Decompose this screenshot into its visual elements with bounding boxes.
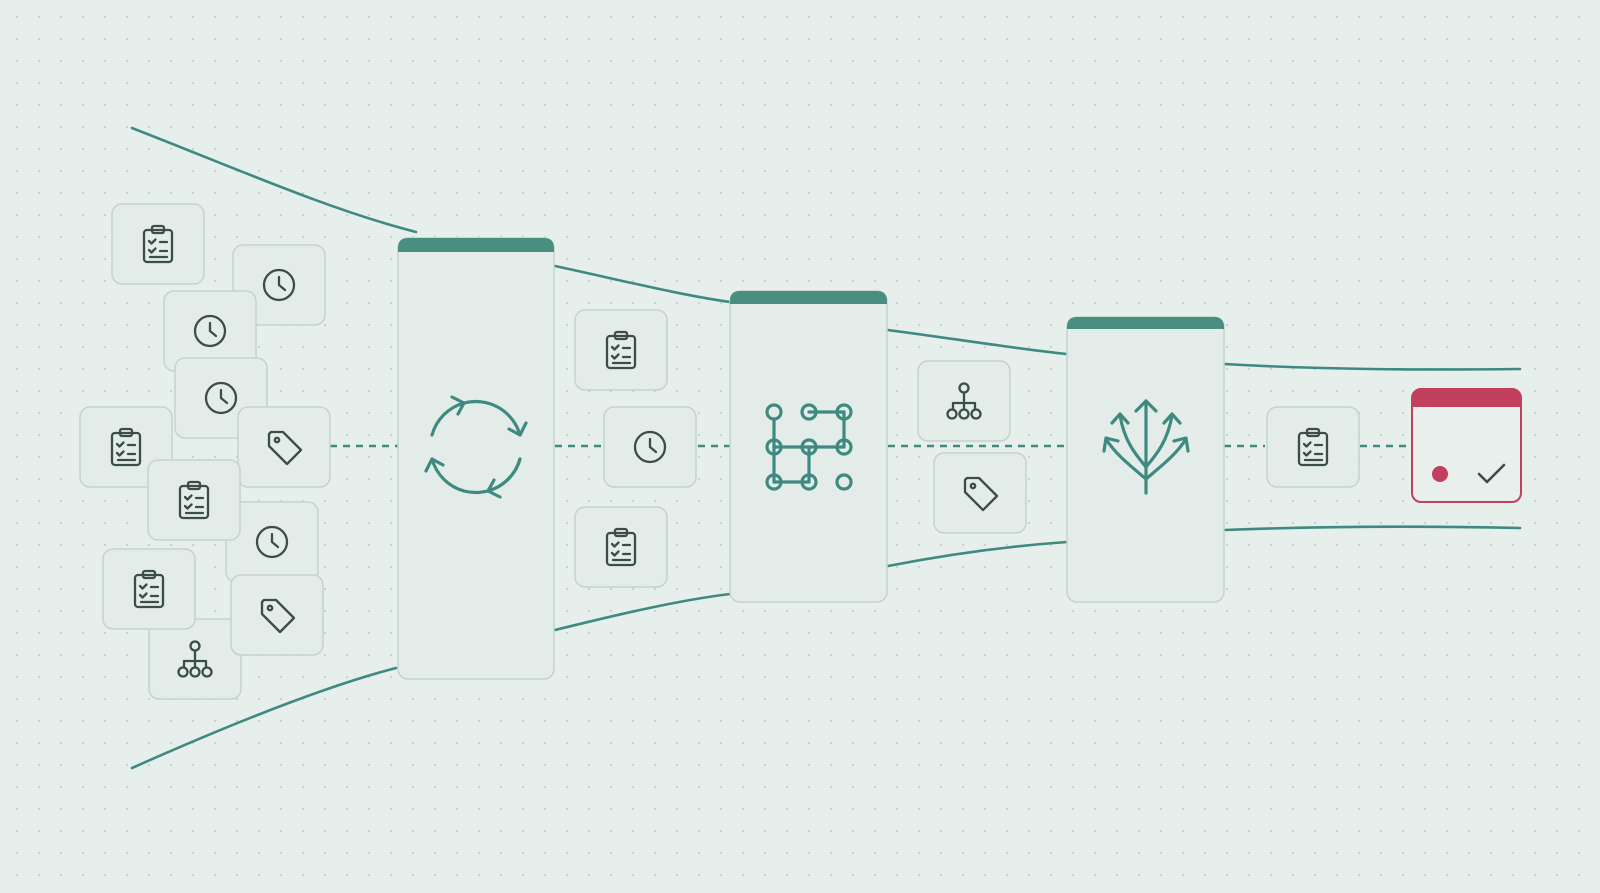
clipboard-checklist-icon <box>102 548 196 630</box>
clipboard-checklist-icon <box>574 506 668 588</box>
clipboard-checklist-icon <box>147 459 241 541</box>
tag-icon <box>230 574 324 656</box>
tag-icon <box>933 452 1027 534</box>
status-dot-icon <box>1432 466 1448 482</box>
clipboard-checklist-icon <box>1266 406 1360 488</box>
tag-icon <box>237 406 331 488</box>
input-items <box>79 203 331 700</box>
stage-card-distribute <box>1066 316 1225 603</box>
clipboard-checklist-icon <box>111 203 205 285</box>
stage-header-bar <box>1067 317 1224 329</box>
stage-header-bar <box>730 291 887 304</box>
cycle-arrows-icon <box>424 395 528 499</box>
transfer-items-3 <box>1266 406 1360 488</box>
branching-arrows-icon <box>1102 399 1190 495</box>
clipboard-checklist-icon <box>574 309 668 391</box>
output-window <box>1411 388 1522 503</box>
stage-card-structure <box>729 290 888 603</box>
stage-card-process <box>397 237 555 680</box>
hierarchy-icon <box>148 618 242 700</box>
hierarchy-icon <box>917 360 1011 442</box>
check-icon <box>1477 463 1506 484</box>
funnel-outline <box>130 126 1522 770</box>
window-title-bar <box>1412 389 1521 407</box>
clock-icon <box>603 406 697 488</box>
transfer-items-1 <box>574 309 697 588</box>
node-grid-icon <box>765 403 853 491</box>
stage-header-bar <box>398 238 554 252</box>
